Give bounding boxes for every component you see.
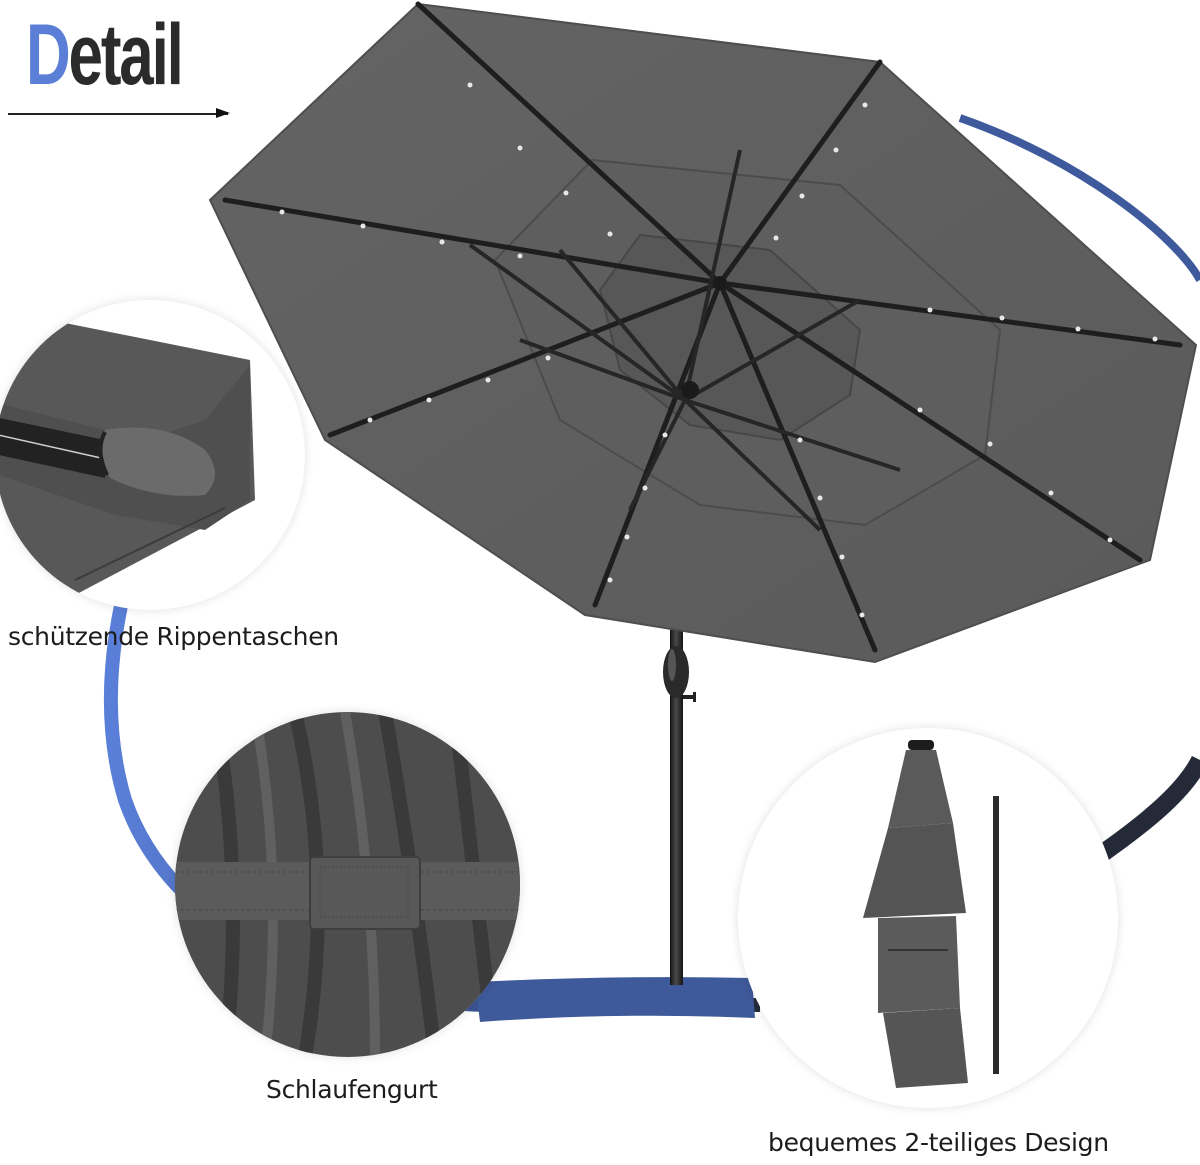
title-underline [8,113,228,115]
callout-label-two-part-design: bequemes 2-teiliges Design [768,1128,1109,1157]
two-part-design-bubble [738,728,1118,1108]
rib-pocket-icon [0,320,255,595]
title-accent-letter: D [26,7,71,103]
strap-icon [175,712,520,1057]
title-text: etail [68,7,184,103]
folded-umbrella-and-pole-icon [863,740,999,1088]
callout-label-strap: Schlaufengurt [266,1075,438,1104]
arrow-right-icon [216,108,230,118]
callout-label-rib-pockets: schützende Rippentaschen [8,622,339,651]
page-title: Detail [26,7,184,103]
strap-closeup-bubble [175,712,520,1057]
rib-pocket-closeup-bubble [0,300,305,610]
